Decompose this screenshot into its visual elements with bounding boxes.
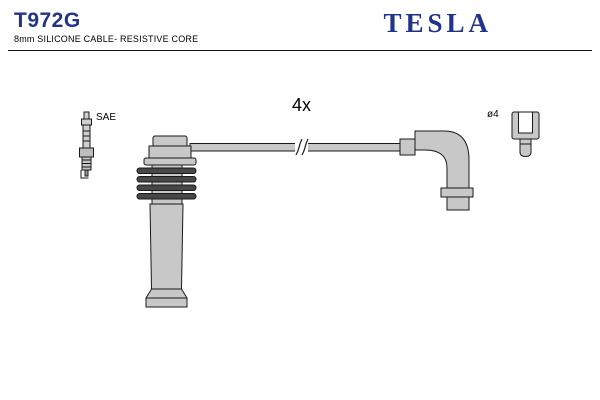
tesla-brand-logo: TESLA (383, 8, 492, 38)
spark-plug-icon (79, 111, 94, 179)
coil-boot-icon (136, 135, 197, 308)
cable-icon (189, 138, 403, 156)
sae-terminal-label: SAE (96, 112, 117, 123)
cable-description: 8mm SILICONE CABLE- RESISTIVE CORE (14, 34, 199, 44)
diameter-label: ø4 (487, 109, 499, 120)
part-number: T972G (14, 9, 81, 32)
terminal-icon (511, 111, 540, 158)
header-divider (8, 50, 592, 51)
quantity-label: 4x (292, 95, 312, 115)
elbow-boot-icon (399, 130, 474, 211)
